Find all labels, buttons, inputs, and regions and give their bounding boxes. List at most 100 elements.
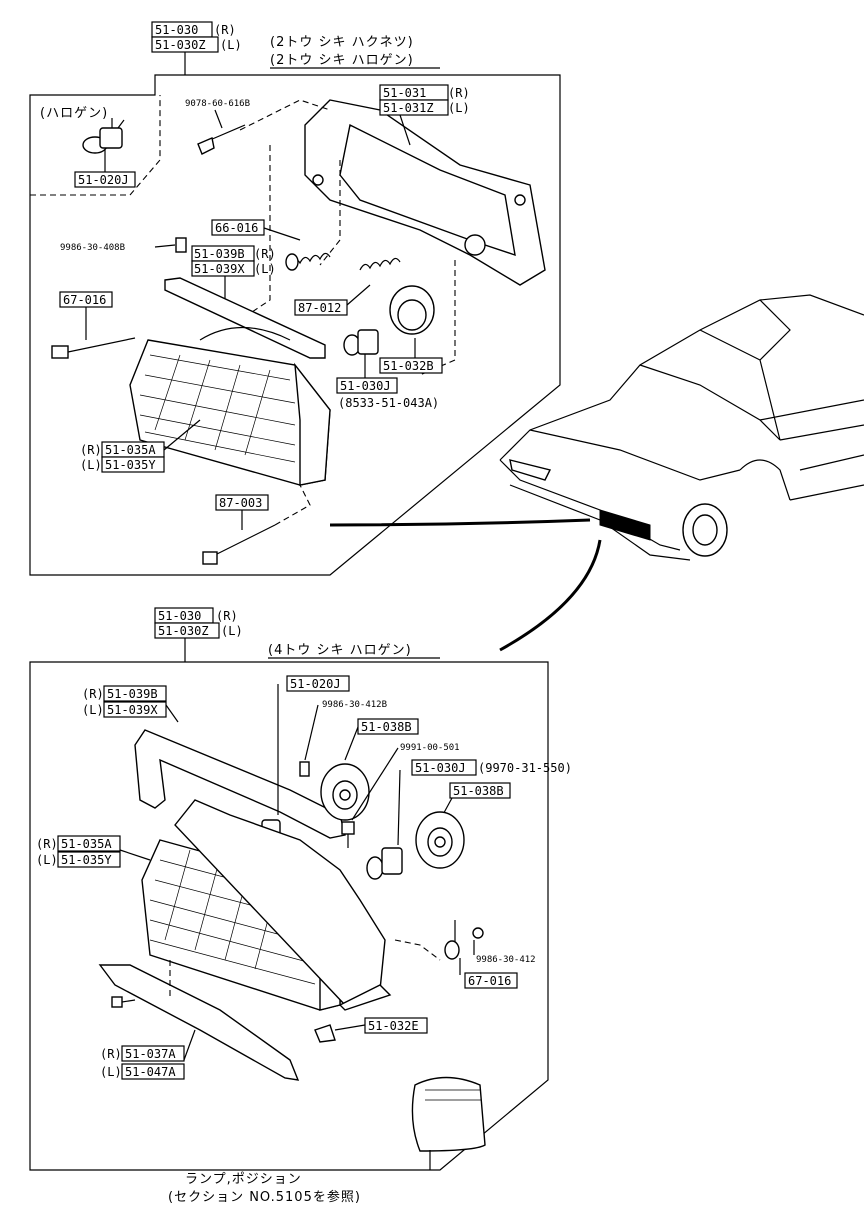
lens-leader xyxy=(163,419,201,451)
b-bulb-b-alt: (9970-31-550) xyxy=(478,761,572,775)
rim-r-side: (R) xyxy=(254,247,276,261)
screw-small-leader xyxy=(154,244,176,248)
adjust-screw-label: 67-016 xyxy=(63,293,106,307)
bolt-bottom-part xyxy=(202,524,276,565)
b-bulb-b-box xyxy=(411,759,477,776)
b-lower-l-box xyxy=(121,1063,185,1080)
b-lower-r-label: 51-037A xyxy=(125,1047,176,1061)
halogen-bulb-box xyxy=(74,171,136,188)
b-rim-l-side: (L) xyxy=(82,703,104,717)
lens-l-box xyxy=(101,456,165,473)
b-socket-b-box xyxy=(449,782,511,799)
bottom-title: (4トウ シキ ハロゲン) xyxy=(268,643,412,658)
top-title-1: (2トウ シキ ハクネツ) xyxy=(270,35,414,50)
lens-r-label: 51-035A xyxy=(105,443,156,457)
b-dash-1 xyxy=(394,939,441,961)
top-code-r-suffix: (R) xyxy=(214,23,236,37)
spring-a-box xyxy=(211,219,265,236)
bolt-top-part xyxy=(197,124,246,155)
footer-line-2: (セクション NO.5105を参照) xyxy=(168,1189,361,1205)
b-lens-l-label: 51-035Y xyxy=(61,853,112,867)
rim-top-part xyxy=(164,277,326,359)
spring-a-leader xyxy=(263,227,301,241)
bottom-group-frame xyxy=(29,661,549,1171)
b-rim-r-side: (R) xyxy=(82,687,104,701)
b-rim-r-label: 51-039B xyxy=(107,687,158,701)
bulb-label: 51-030J xyxy=(340,379,391,393)
b-bulb-b-label: 51-030J xyxy=(415,761,466,775)
bulb-part xyxy=(343,329,379,356)
b-rim-leader xyxy=(165,704,179,723)
adjust-screw-part xyxy=(51,337,136,359)
b-rim-l-label: 51-039X xyxy=(107,703,158,717)
spring-a-part xyxy=(285,252,331,271)
top-code-l-suffix: (L) xyxy=(220,38,242,52)
bracket-l-box xyxy=(379,99,449,116)
b-lower-rim-part xyxy=(98,964,300,1081)
b-adjust-part xyxy=(444,920,460,960)
b-clip-box xyxy=(364,1017,428,1034)
bracket-leader xyxy=(399,114,411,146)
lens-l-label: 51-035Y xyxy=(105,458,156,472)
rim-l-label: 51-039X xyxy=(194,262,245,276)
screw-small-part xyxy=(175,237,187,253)
b-socket-b-label: 51-038B xyxy=(453,784,504,798)
bolt-bottom-label: 87-003 xyxy=(219,496,262,510)
bracket-r-label: 51-031 xyxy=(383,86,426,100)
bulb-box xyxy=(336,377,398,394)
rim-r-label: 51-039B xyxy=(194,247,245,261)
lens-r-side: (R) xyxy=(80,443,102,457)
top-dash-2 xyxy=(239,145,271,321)
lens-l-side: (L) xyxy=(80,458,102,472)
halogen-bulb-part xyxy=(82,118,125,154)
b-rim-l-box xyxy=(103,701,167,718)
b-screw-a-label: 9986-30-412B xyxy=(322,700,387,710)
rim-l-box xyxy=(191,260,255,277)
b-socket-a-leader xyxy=(344,726,359,761)
b-clip-label: 51-032E xyxy=(368,1019,419,1033)
bolt-top-leader xyxy=(214,109,223,129)
spring-b-part xyxy=(359,257,401,271)
bulb-alt-label: (8533-51-043A) xyxy=(338,396,439,410)
socket-box xyxy=(379,357,443,374)
bottom-code-l-box xyxy=(154,622,220,639)
socket-label: 51-032B xyxy=(383,359,434,373)
halogen-bulb-label: 51-020J xyxy=(78,173,129,187)
spring-b-leader xyxy=(346,284,371,306)
bracket-l-label: 51-031Z xyxy=(383,101,434,115)
bottom-code-r-suffix: (R) xyxy=(216,609,238,623)
b-lens-part xyxy=(141,799,392,1011)
b-clip-part xyxy=(314,1024,336,1043)
b-screw-b-leader xyxy=(351,747,399,821)
b-socket-a-box xyxy=(357,718,419,735)
b-lens-r-side: (R) xyxy=(36,837,58,851)
b-screw-a-part xyxy=(299,761,310,777)
spring-b-box xyxy=(294,299,348,316)
b-screw-a-leader xyxy=(304,704,319,761)
bottom-code-l: 51-030Z xyxy=(158,624,209,638)
halogen-inset-box xyxy=(30,95,161,196)
top-title-2: (2トウ シキ ハロゲン) xyxy=(270,53,414,68)
b-bulb-top-label: 51-020J xyxy=(290,677,341,691)
screw-small-label: 9986-30-408B xyxy=(60,243,125,253)
arrow-bottom xyxy=(499,539,602,652)
top-group-frame xyxy=(29,74,561,576)
b-adjust-label: 67-016 xyxy=(468,974,511,988)
headlamp-lens-top xyxy=(129,326,331,486)
b-socket-a-label: 51-038B xyxy=(361,720,412,734)
bracket-l-side: (L) xyxy=(448,101,470,115)
b-screw-b-part xyxy=(341,821,355,848)
b-lens-l-box xyxy=(57,851,121,868)
b-lens-r-box xyxy=(57,835,121,852)
b-lens-l-side: (L) xyxy=(36,853,58,867)
b-lower-r-side: (R) xyxy=(100,1047,122,1061)
b-bulb-top-box xyxy=(286,675,350,692)
top-dash-3 xyxy=(319,160,341,266)
b-lower-r-box xyxy=(121,1045,185,1062)
b-screw-b-label: 9991-00-501 xyxy=(400,743,460,753)
b-lower-l-label: 51-047A xyxy=(125,1065,176,1079)
b-screw-c-part xyxy=(472,927,484,939)
b-socket-b-part xyxy=(415,811,465,869)
